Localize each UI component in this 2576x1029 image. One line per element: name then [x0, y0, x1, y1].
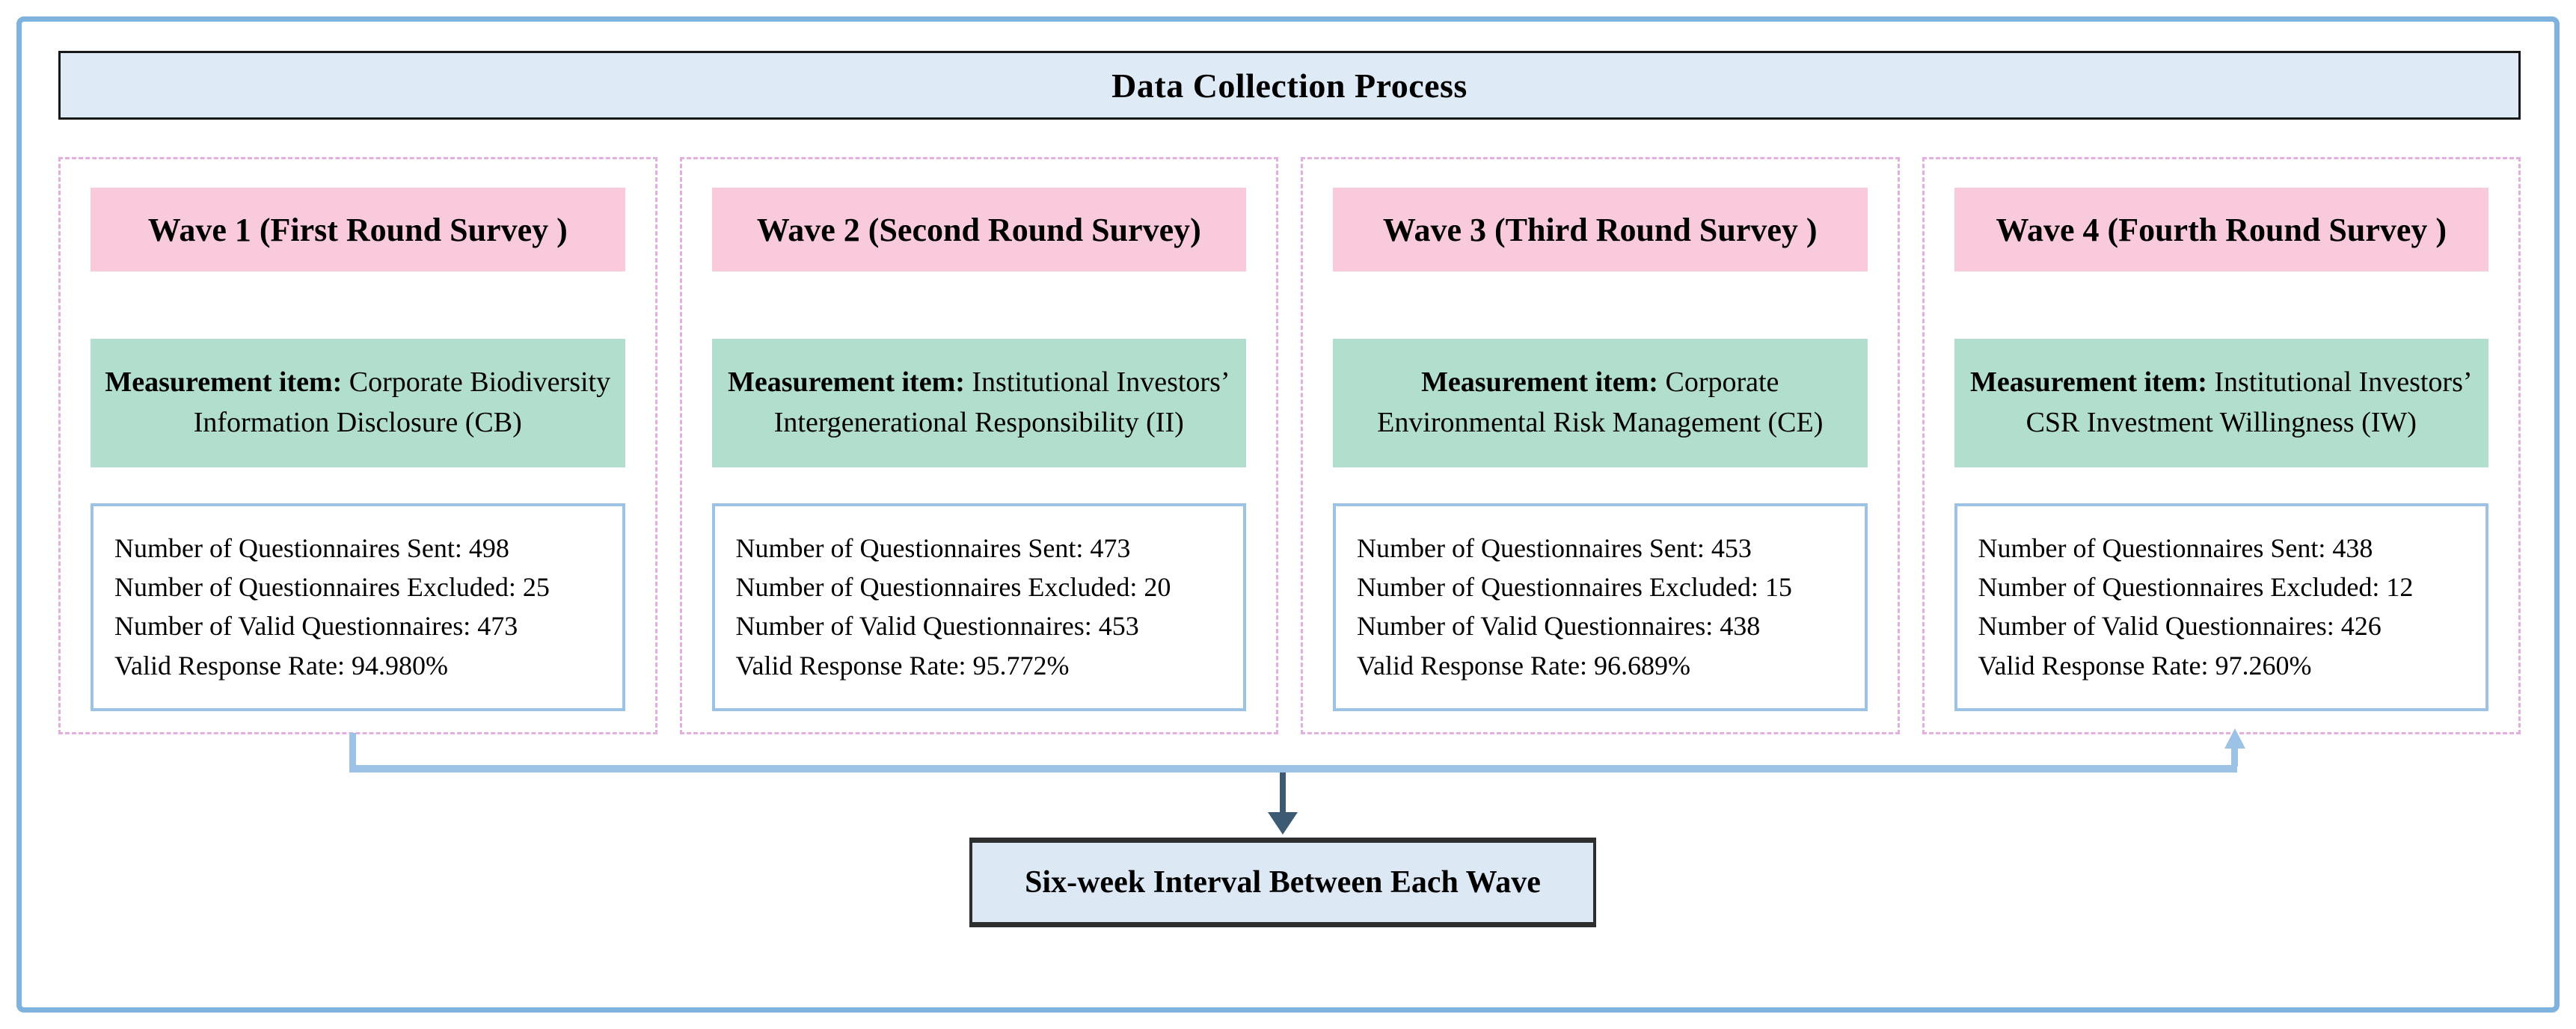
interval-box: Six-week Interval Between Each Wave	[969, 838, 1596, 927]
stat-rate: Valid Response Rate: 97.260%	[1978, 650, 2312, 681]
wave-1-panel: Wave 1 (First Round Survey ) Measurement…	[58, 157, 657, 734]
figure-title: Data Collection Process	[1111, 66, 1468, 105]
measurement-item-value: Institutional Investors’ Intergeneration…	[773, 366, 1230, 438]
stat-sent: Number of Questionnaires Sent: 453	[1357, 533, 1752, 563]
wave-3-measurement-box: Measurement item: Corporate Environmenta…	[1333, 339, 1868, 467]
wave-2-measurement-text: Measurement item: Institutional Investor…	[723, 363, 1236, 443]
wave-2-header: Wave 2 (Second Round Survey)	[711, 188, 1246, 271]
stat-sent: Number of Questionnaires Sent: 498	[114, 533, 509, 563]
wave-3-header-label: Wave 3 (Third Round Survey )	[1382, 211, 1818, 248]
measurement-item-label: Measurement item:	[1969, 366, 2207, 399]
wave-1-measurement-box: Measurement item: Corporate Biodiversity…	[91, 339, 625, 467]
connector-right-vertical	[2231, 747, 2238, 767]
measurement-item-label: Measurement item:	[105, 366, 343, 399]
wave-2-stats-box: Number of Questionnaires Sent: 473 Numbe…	[711, 503, 1246, 711]
title-banner: Data Collection Process	[58, 51, 2521, 120]
waves-row: Wave 1 (First Round Survey ) Measurement…	[58, 157, 2521, 734]
stat-valid: Number of Valid Questionnaires: 438	[1357, 611, 1761, 642]
wave-2-header-label: Wave 2 (Second Round Survey)	[756, 211, 1201, 248]
down-arrow-icon	[1268, 812, 1298, 835]
wave-1-stats-box: Number of Questionnaires Sent: 498 Numbe…	[91, 503, 625, 711]
wave-4-header-label: Wave 4 (Fourth Round Survey )	[1996, 211, 2447, 248]
connector-left-vertical	[349, 733, 356, 770]
stat-excluded: Number of Questionnaires Excluded: 15	[1357, 572, 1792, 603]
stat-valid: Number of Valid Questionnaires: 453	[735, 611, 1139, 642]
wave-4-stats-box: Number of Questionnaires Sent: 438 Numbe…	[1954, 503, 2488, 711]
wave-2-measurement-box: Measurement item: Institutional Investor…	[711, 339, 1246, 467]
connector-horizontal	[349, 765, 2237, 772]
wave-4-measurement-text: Measurement item: Institutional Investor…	[1965, 363, 2479, 443]
outer-frame	[16, 16, 2560, 1013]
stat-rate: Valid Response Rate: 96.689%	[1357, 650, 1690, 681]
stat-excluded: Number of Questionnaires Excluded: 12	[1978, 572, 2414, 603]
stat-valid: Number of Valid Questionnaires: 473	[114, 611, 518, 642]
wave-1-header: Wave 1 (First Round Survey )	[91, 188, 625, 271]
measurement-item-value: Institutional Investors’ CSR Investment …	[2025, 366, 2473, 438]
wave-3-measurement-text: Measurement item: Corporate Environmenta…	[1343, 363, 1857, 443]
wave-4-header: Wave 4 (Fourth Round Survey )	[1954, 188, 2488, 271]
wave-4-panel: Wave 4 (Fourth Round Survey ) Measuremen…	[1922, 157, 2521, 734]
connector-center-vertical	[1280, 772, 1286, 814]
wave-1-measurement-text: Measurement item: Corporate Biodiversity…	[101, 363, 615, 443]
stat-excluded: Number of Questionnaires Excluded: 20	[735, 572, 1171, 603]
stat-sent: Number of Questionnaires Sent: 473	[735, 533, 1131, 563]
stat-rate: Valid Response Rate: 94.980%	[114, 650, 448, 681]
measurement-item-value: Corporate Environmental Risk Management …	[1377, 366, 1824, 438]
wave-3-header: Wave 3 (Third Round Survey )	[1333, 188, 1868, 271]
wave-3-stats-box: Number of Questionnaires Sent: 453 Numbe…	[1333, 503, 1868, 711]
up-arrow-icon	[2224, 728, 2245, 749]
measurement-item-value: Corporate Biodiversity Information Discl…	[193, 366, 611, 438]
wave-3-panel: Wave 3 (Third Round Survey ) Measurement…	[1301, 157, 1900, 734]
wave-4-measurement-box: Measurement item: Institutional Investor…	[1954, 339, 2488, 467]
wave-2-panel: Wave 2 (Second Round Survey) Measurement…	[679, 157, 1278, 734]
stat-valid: Number of Valid Questionnaires: 426	[1978, 611, 2382, 642]
measurement-item-label: Measurement item:	[727, 366, 965, 399]
stat-rate: Valid Response Rate: 95.772%	[735, 650, 1070, 681]
wave-1-header-label: Wave 1 (First Round Survey )	[147, 211, 568, 248]
measurement-item-label: Measurement item:	[1421, 366, 1658, 399]
stat-excluded: Number of Questionnaires Excluded: 25	[114, 572, 550, 603]
interval-box-label: Six-week Interval Between Each Wave	[1025, 865, 1541, 900]
stat-sent: Number of Questionnaires Sent: 438	[1978, 533, 2373, 563]
